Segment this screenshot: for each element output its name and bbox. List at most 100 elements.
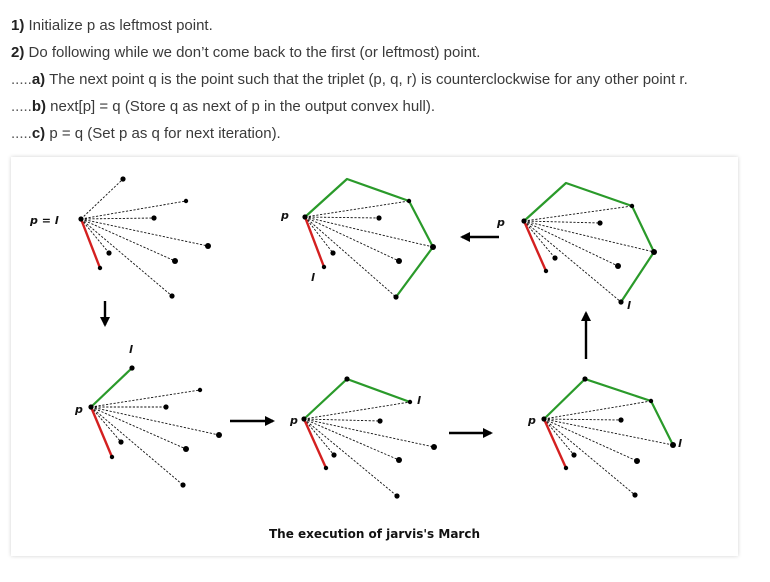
candidate-line <box>523 220 619 267</box>
step-2c: .....c) p = q (Set p as q for next itera… <box>11 125 281 142</box>
point <box>78 216 84 222</box>
point <box>407 399 413 405</box>
candidate-line <box>80 200 187 220</box>
point <box>634 458 640 464</box>
figure-caption: The execution of jarvis's March <box>269 527 480 541</box>
point <box>172 258 178 264</box>
point <box>632 492 638 498</box>
candidate-line <box>303 418 398 497</box>
point <box>552 255 558 261</box>
candidate-line <box>543 418 575 456</box>
l-label: l <box>678 437 682 450</box>
point <box>183 446 189 452</box>
l-label: l <box>627 299 631 312</box>
point <box>169 293 175 299</box>
hull-path <box>304 177 435 298</box>
candidate-line <box>90 389 201 408</box>
point <box>197 387 203 393</box>
point <box>629 203 635 209</box>
current-edge <box>302 418 328 469</box>
l-label: l <box>129 343 133 356</box>
point <box>109 454 115 460</box>
panel-4: p l <box>74 343 222 488</box>
p-equals-l-label: p = l <box>29 214 59 227</box>
point <box>151 215 157 221</box>
hull-path <box>90 367 133 408</box>
candidate-line <box>303 418 381 422</box>
point <box>97 265 103 271</box>
step-2a: .....a) The next point q is the point su… <box>11 71 688 88</box>
candidate-line <box>523 205 633 222</box>
point <box>597 220 603 226</box>
point <box>582 376 588 382</box>
point <box>521 218 527 224</box>
point <box>330 250 336 256</box>
jarvis-march-figure: p = l p l <box>11 157 738 556</box>
point <box>648 398 654 404</box>
panel-6: p l <box>527 376 682 498</box>
p-label: p <box>289 414 298 427</box>
algorithm-steps: 1) Initialize p as leftmost point. 2) Do… <box>11 12 761 147</box>
candidate-line <box>304 216 334 254</box>
point <box>216 432 222 438</box>
point <box>541 416 547 422</box>
point <box>563 465 569 471</box>
point <box>331 452 337 458</box>
current-edge <box>542 418 568 469</box>
candidate-line <box>90 406 122 443</box>
point <box>120 176 126 182</box>
point <box>88 404 94 410</box>
point <box>129 365 135 371</box>
point <box>180 482 186 488</box>
point <box>651 249 657 255</box>
point <box>301 416 307 422</box>
candidate-line <box>304 216 400 262</box>
candidate-line <box>303 418 435 448</box>
candidate-line <box>523 220 622 303</box>
step-1: 1) Initialize p as leftmost point. <box>11 17 213 34</box>
candidate-line <box>543 418 636 496</box>
candidate-line <box>303 401 411 420</box>
point <box>431 444 437 450</box>
current-edge <box>79 218 102 269</box>
p-label: p <box>280 209 289 222</box>
candidate-line <box>303 418 400 461</box>
candidate-line <box>304 216 434 248</box>
point <box>376 215 382 221</box>
point <box>543 268 549 274</box>
point <box>430 244 436 250</box>
point <box>396 457 402 463</box>
panel-2: p l <box>280 177 436 300</box>
l-label: l <box>311 271 315 284</box>
point <box>618 417 624 423</box>
hull-path <box>303 377 411 420</box>
point <box>615 263 621 269</box>
p-label: p <box>527 414 536 427</box>
candidate-line <box>543 400 652 420</box>
candidate-line <box>523 220 601 224</box>
point <box>393 294 399 300</box>
point <box>321 264 327 270</box>
point <box>163 404 169 410</box>
point <box>670 442 676 448</box>
point <box>302 214 308 220</box>
candidate-line <box>90 406 184 486</box>
panel-3: p l <box>496 181 657 312</box>
p-label: p <box>496 216 505 229</box>
point <box>183 198 189 204</box>
jarvis-march-diagram: p = l p l <box>29 176 682 499</box>
point <box>618 299 624 305</box>
candidate-line <box>523 220 655 253</box>
p-label: p <box>74 403 83 416</box>
candidate-line <box>80 218 176 262</box>
candidate-line <box>90 406 220 436</box>
candidate-line <box>523 220 556 259</box>
step-2: 2) Do following while we don’t come back… <box>11 44 481 61</box>
candidate-line <box>303 418 335 456</box>
panel-1: p = l <box>29 176 211 299</box>
candidate-line <box>543 418 622 421</box>
candidate-line <box>304 216 380 219</box>
point <box>396 258 402 264</box>
point <box>106 250 112 256</box>
current-edge <box>522 220 548 272</box>
